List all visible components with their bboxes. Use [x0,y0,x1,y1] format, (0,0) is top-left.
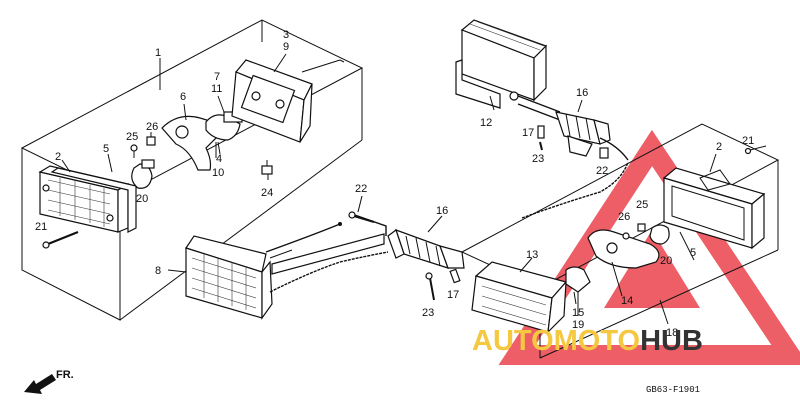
right-pin-22 [599,147,609,159]
label-16-right: 16 [576,87,588,99]
label-1: 1 [155,47,161,59]
label-20-right: 20 [660,255,672,267]
label-22-right: 22 [596,165,608,177]
watermark-triangle [498,129,800,365]
label-17-right: 17 [522,127,534,139]
watermark-part1: AUTOMOTO [472,325,640,357]
right-wire [599,137,629,161]
right-small-screws [622,145,767,240]
label-10: 10 [212,167,224,179]
right-rear-signal [455,19,548,109]
right-stem [517,95,561,121]
label-2-left: 2 [55,151,61,163]
label-14: 14 [621,295,633,307]
diagram-code: GB63-F1901 [646,385,700,395]
label-24: 24 [261,187,273,199]
right-socket [565,266,591,316]
mid-bolt-22 [348,211,375,223]
label-23-left: 23 [422,307,434,319]
label-8: 8 [155,265,161,277]
label-2-right: 2 [716,141,722,153]
right-socket-plate [587,229,660,269]
leader-lines [61,53,717,325]
right-front-wire [521,161,629,219]
label-25-left: 25 [126,131,138,143]
watermark-part2: HUB [640,325,703,357]
left-long-screw [42,230,79,249]
label-6: 6 [180,91,186,103]
label-11: 11 [211,83,222,95]
left-pin-17 [449,268,461,284]
left-screw-23 [425,272,435,301]
label-13: 13 [526,249,538,261]
label-22-mid: 22 [355,183,367,195]
part-labels: 1 2 5 3 9 7 11 6 25 26 4 10 20 24 21 8 2… [35,29,754,339]
label-19: 19 [572,319,584,331]
svg-text:AUTOMOTOHUB: AUTOMOTOHUB [472,325,703,357]
right-rubber-boot [555,111,611,157]
label-23-right: 23 [532,153,544,165]
label-5-right: 5 [690,247,696,259]
label-16-left: 16 [436,205,448,217]
label-17-left: 17 [447,289,459,301]
left-rubber-boot [387,229,465,269]
left-front-signal [185,235,293,320]
left-small-screws [130,132,156,158]
label-20-left: 20 [136,193,148,205]
watermark-text: AUTOMOTOHUB [472,325,703,357]
label-21-right: 21 [742,135,754,147]
label-9: 9 [283,41,289,53]
label-18: 18 [666,327,678,339]
label-3: 3 [283,29,289,41]
label-15: 15 [572,307,584,319]
label-25-right: 25 [636,199,648,211]
label-21-left: 21 [35,221,47,233]
label-5-left: 5 [103,143,109,155]
front-direction-arrow: FR. [24,369,74,394]
label-26-left: 26 [146,121,158,133]
left-wire-upper [265,223,341,253]
fr-label: FR. [56,369,74,381]
label-7: 7 [214,71,220,83]
left-group-frame [20,19,364,321]
right-screw-23 [539,141,543,151]
right-front-housing [471,261,568,334]
left-wire-lower [269,251,389,293]
left-bolt [261,160,273,175]
right-lens [662,167,766,250]
right-bulb [649,224,670,245]
label-12: 12 [480,117,492,129]
right-pin-17 [537,125,545,139]
bulb-socket [205,111,243,158]
label-4: 4 [216,153,222,165]
left-housing [231,59,345,143]
left-bulb [131,159,155,189]
label-26-right: 26 [618,211,630,223]
